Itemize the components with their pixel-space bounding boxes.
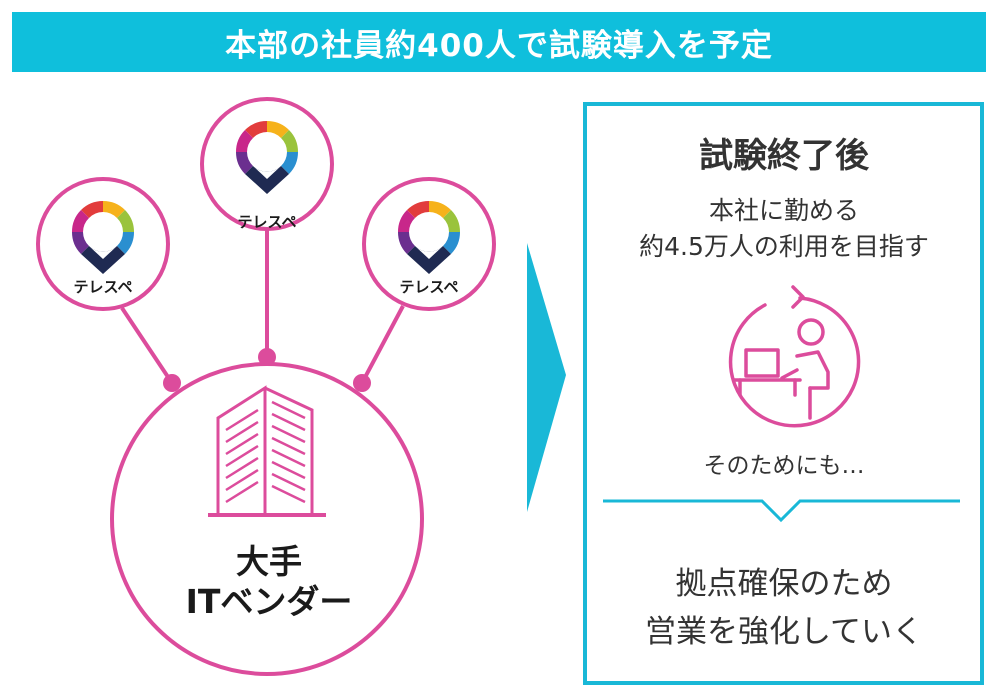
conclusion-text: 拠点確保のため 営業を強化していく: [588, 560, 980, 656]
after-trial-title: 試験終了後: [699, 136, 869, 176]
result-panel: [583, 102, 984, 685]
pin-label-left: テレスペ: [73, 278, 133, 296]
conclusion-line2: 営業を強化していく: [644, 614, 924, 650]
connector-dot-center: [258, 348, 276, 366]
divider-notch: [603, 499, 960, 523]
vendor-label: 大手 ITベンダー: [169, 542, 369, 622]
arrow-right-icon: [527, 243, 566, 512]
vendor-circle: [110, 362, 424, 676]
pin-circle-right: [362, 177, 496, 311]
building-icon: [208, 385, 326, 517]
pin-circle-left: [36, 177, 170, 311]
banner-title: 本部の社員約400人で試験導入を予定: [225, 27, 773, 64]
pin-label-right: テレスペ: [399, 278, 459, 296]
connector-dot-right: [353, 374, 371, 392]
after-trial-desc-line2: 約4.5万人の利用を目指す: [639, 232, 929, 261]
teleworker-cycle-icon: [728, 285, 861, 428]
after-trial-desc-line1: 本社に勤める: [708, 196, 859, 225]
after-trial-description: 本社に勤める 約4.5万人の利用を目指す: [588, 193, 980, 265]
pin-circle-center: [200, 97, 334, 231]
header-banner: 本部の社員約400人で試験導入を予定: [12, 12, 986, 72]
connector-dot-left: [163, 374, 181, 392]
conclusion-line1: 拠点確保のため: [675, 566, 893, 602]
connector-line-right: [360, 305, 405, 384]
connector-line-left: [120, 306, 174, 385]
vendor-label-line1: 大手: [236, 542, 302, 581]
for-that-text: そのためにも…: [703, 453, 865, 479]
pin-label-center: テレスペ: [237, 213, 297, 231]
vendor-label-line2: ITベンダー: [185, 582, 353, 621]
